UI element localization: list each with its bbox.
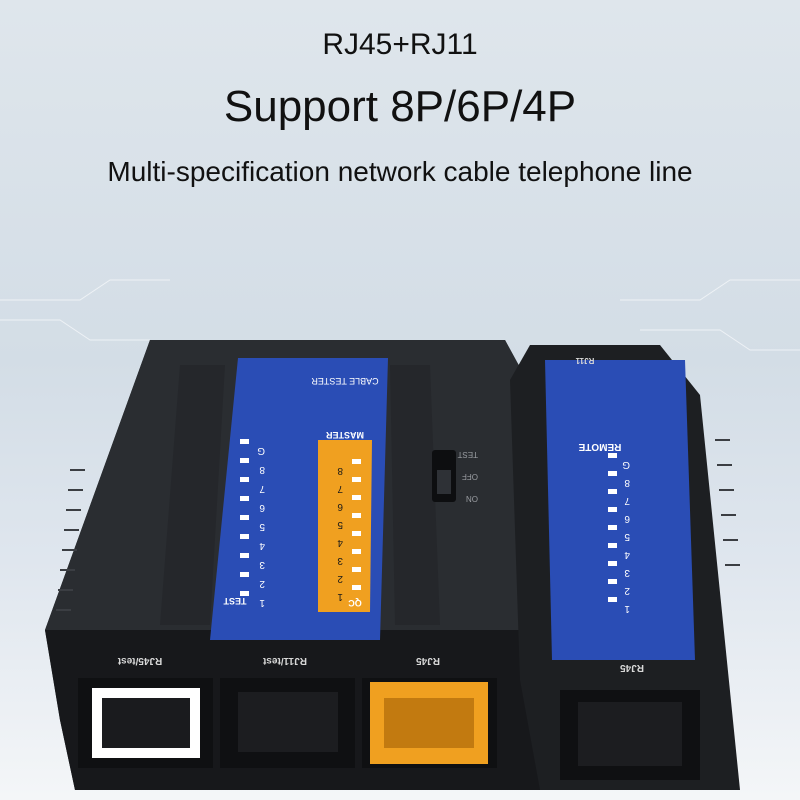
right-pins-label-8: 8 [337,465,343,476]
right-pins-label-6: 6 [337,501,343,512]
remote-pins-led-2 [608,579,617,584]
remote-pins-led-6 [608,507,617,512]
left-pin-leds: G 8 7 6 5 4 3 2 1 [240,439,265,608]
left-pins-led-2 [240,572,249,577]
switch-label-off: OFF [462,472,478,481]
left-pins-label-G: G [257,445,265,456]
remote-pins-led-G [608,453,617,458]
right-pins-label-3: 3 [337,555,343,566]
port-label-rj45: RJ45 [416,655,440,666]
left-pins-led-G [240,439,249,444]
left-pins-label-6: 6 [259,502,265,513]
power-switch[interactable] [432,450,456,502]
remote-pins-led-8 [608,471,617,476]
right-pins-label-4: 4 [337,537,343,548]
right-pins-led-4 [352,531,361,536]
left-pins-label-5: 5 [259,521,265,532]
panel-title: CABLE TESTER [311,376,379,386]
left-pins-led-7 [240,477,249,482]
remote-pins-label-8: 8 [624,477,630,488]
remote-unit [510,345,740,790]
remote-pin-leds: G 8 7 6 5 4 3 2 1 [608,453,630,614]
right-pins-led-7 [352,477,361,482]
rj11-test-port[interactable] [220,678,355,768]
port-label-rj45-test: RJ45/test [117,655,162,666]
left-pins-led-1 [240,591,249,596]
right-pins-label-5: 5 [337,519,343,530]
headline-line-2: Support 8P/6P/4P [223,82,577,131]
left-pins-label-1: 1 [259,597,265,608]
remote-pins-label-6: 6 [624,513,630,524]
remote-pins-led-4 [608,543,617,548]
rj45-test-port[interactable] [78,678,213,768]
remote-pins-label-2: 2 [624,585,630,596]
remote-pins-label-1: 1 [624,603,630,614]
right-pins-led-8 [352,459,361,464]
left-pins-label-8: 8 [259,464,265,475]
test-label: TEST [223,596,247,606]
right-pins-label-7: 7 [337,483,343,494]
remote-top-label: RJ11 [575,356,594,365]
remote-pins-led-3 [608,561,617,566]
remote-pins-label-3: 3 [624,567,630,578]
right-pins-label-2: 2 [337,573,343,584]
left-pins-label-7: 7 [259,483,265,494]
right-pins-led-6 [352,495,361,500]
right-pin-leds: 8 7 6 5 4 3 2 1 [337,459,361,602]
qc-label: QC [348,598,362,608]
left-pins-led-3 [240,553,249,558]
remote-pins-led-5 [608,525,617,530]
left-pins-led-5 [240,515,249,520]
right-pins-led-1 [352,585,361,590]
left-pins-led-6 [240,496,249,501]
left-pins-led-4 [240,534,249,539]
master-panel [210,358,388,640]
remote-port-label: RJ45 [620,662,644,673]
remote-pins-label-5: 5 [624,531,630,542]
remote-pins-label-4: 4 [624,549,630,560]
left-pins-label-2: 2 [259,578,265,589]
right-pins-label-1: 1 [337,591,343,602]
headline-line-3: Multi-specification network cable teleph… [107,156,693,187]
right-pins-led-5 [352,513,361,518]
right-pins-led-2 [352,567,361,572]
remote-pins-led-7 [608,489,617,494]
remote-pins-label-G: G [622,459,630,470]
switch-label-on: ON [466,494,478,503]
remote-pins-label-7: 7 [624,495,630,506]
left-pins-led-8 [240,458,249,463]
headline-line-1: RJ45+RJ11 [322,28,478,61]
left-pins-label-3: 3 [259,559,265,570]
remote-mode-label: REMOTE [578,441,621,452]
remote-rj45-port[interactable] [560,690,700,780]
left-pins-label-4: 4 [259,540,265,551]
remote-pins-led-1 [608,597,617,602]
switch-labels: TEST OFF ON [457,450,478,503]
circuit-decoration [0,279,800,351]
port-label-rj11-test: RJ11/test [262,655,307,666]
switch-label-test: TEST [457,450,478,459]
right-pins-led-3 [352,549,361,554]
rj45-port[interactable] [362,678,497,768]
master-label: MASTER [326,430,365,440]
